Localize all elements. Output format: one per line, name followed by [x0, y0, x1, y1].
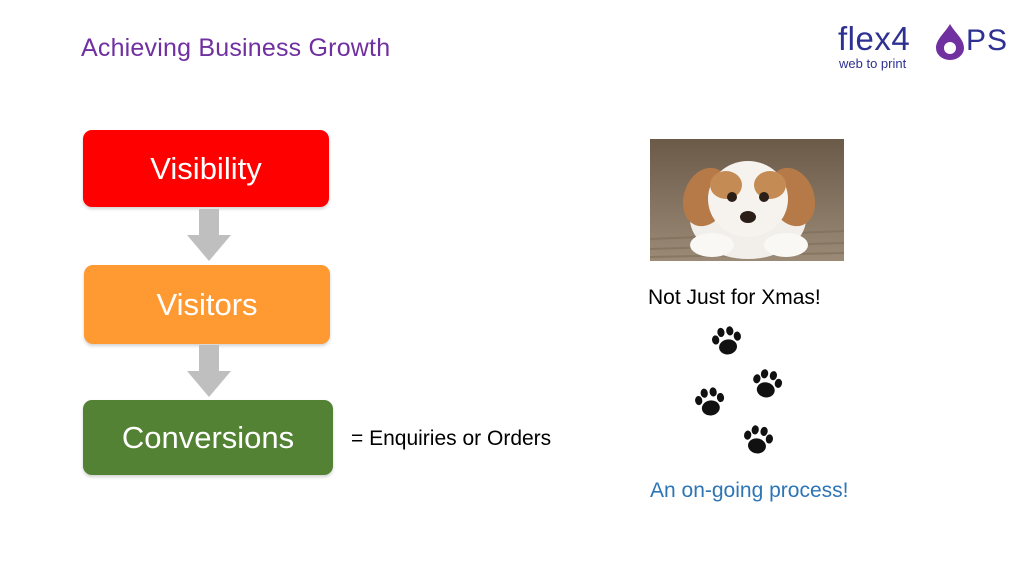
funnel-step-visibility: Visibility: [83, 130, 329, 207]
logo-tagline: web to print: [839, 56, 907, 71]
paw-print-icon: [695, 387, 725, 416]
paw-print-icon: [753, 369, 783, 398]
flex4ops-logo: flex4 PS web to print: [838, 20, 1009, 74]
ongoing-process-caption: An on-going process!: [650, 479, 849, 502]
down-arrow-icon: [187, 345, 231, 397]
paw-print-icon: [744, 425, 773, 454]
funnel-step-visitors: Visitors: [84, 265, 330, 344]
paw-print-icon: [712, 326, 741, 355]
conversions-note: = Enquiries or Orders: [351, 427, 552, 450]
logo-suffix: PS: [966, 24, 1009, 57]
ink-drop-icon: [936, 24, 964, 60]
not-just-for-xmas-caption: Not Just for Xmas!: [648, 286, 821, 309]
slide-title: Achieving Business Growth: [81, 34, 391, 62]
funnel-step-conversions: Conversions: [83, 400, 333, 475]
puppy-photo: [650, 139, 844, 261]
down-arrow-icon: [187, 209, 231, 261]
logo-wordmark: flex4: [838, 20, 911, 57]
